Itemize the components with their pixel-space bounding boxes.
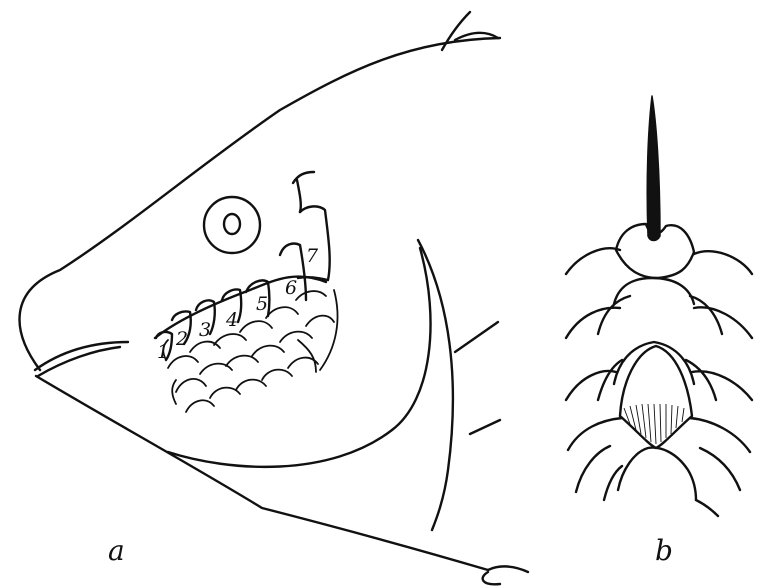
gill-cover-outline	[168, 248, 431, 467]
pectoral-fin-outline	[483, 566, 528, 584]
panel-a-label: a	[108, 534, 125, 567]
eye-pupil	[224, 214, 240, 234]
eye-outer-ring	[204, 197, 260, 253]
keel-scale-5	[618, 448, 696, 500]
scale-label-7: 7	[306, 245, 319, 267]
gill-arc-outline	[418, 240, 453, 530]
scale-label-1: 1	[157, 341, 169, 363]
scale-label-6: 6	[285, 277, 297, 299]
head-lower-outline	[36, 376, 488, 570]
side-scale-row-3	[566, 360, 752, 400]
side-scale-row-4	[568, 418, 750, 492]
dorsal-spine	[647, 96, 660, 241]
scale-label-3: 3	[199, 319, 211, 341]
panel-b-dorsal-scales: b	[566, 96, 752, 567]
hatched-band	[624, 404, 684, 444]
scale-label-5: 5	[256, 293, 268, 315]
side-scale-row-1	[566, 248, 752, 274]
body-mark-lower	[470, 420, 500, 434]
scale-label-4: 4	[225, 309, 238, 331]
keel-scale-2	[614, 278, 694, 304]
head-upper-outline	[20, 38, 500, 370]
body-mark-upper	[455, 322, 498, 352]
scale-number-labels: 1 2 3 4 5 6 7	[157, 245, 319, 363]
side-scale-row-2	[566, 296, 752, 338]
cheek-scale-field	[163, 290, 337, 412]
keel-scale-4	[620, 346, 692, 448]
panel-b-label: b	[655, 534, 673, 567]
dorsal-fin-outline	[442, 12, 498, 50]
side-scale-row-5	[604, 466, 718, 516]
panel-a-fish-head: 1 2 3 4 5 6 7 a	[20, 12, 528, 584]
scale-label-2: 2	[175, 328, 188, 350]
